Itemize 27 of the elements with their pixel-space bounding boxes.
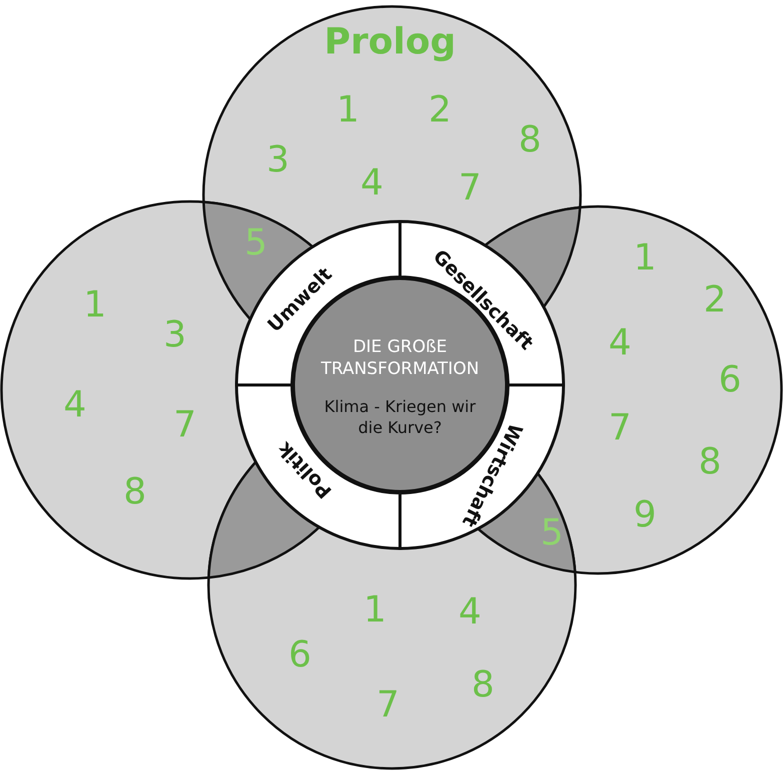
chapter-number: 2 <box>704 280 726 320</box>
chapter-number: 7 <box>376 684 400 726</box>
chapter-number: 4 <box>360 162 384 204</box>
chapter-number: 9 <box>634 494 656 536</box>
chapter-number: 2 <box>428 90 452 130</box>
chapter-number: 1 <box>634 238 656 278</box>
chapter-number: 4 <box>64 384 86 426</box>
chapter-number: 3 <box>164 314 186 356</box>
chapter-number: 6 <box>288 634 312 676</box>
chapter-number: 8 <box>698 442 722 482</box>
chapter-number: 8 <box>124 472 146 512</box>
chapter-number: 7 <box>458 168 482 208</box>
center-subtitle: Klima - Kriegen wir die Kurve? <box>323 396 476 437</box>
chapter-number: 3 <box>266 140 290 180</box>
chapter-number: 8 <box>472 664 494 706</box>
chapter-number: 7 <box>174 404 196 446</box>
chapter-number: 4 <box>458 592 482 632</box>
chapter-number: 4 <box>608 322 632 364</box>
chapter-number: 8 <box>518 120 542 160</box>
chapter-number: 6 <box>718 360 742 400</box>
chapter-number: 1 <box>336 90 360 130</box>
chapter-number: 5 <box>244 222 268 264</box>
chapter-number: 1 <box>84 284 106 326</box>
chapter-number: 5 <box>540 512 564 554</box>
chapter-number: 7 <box>608 408 632 448</box>
chapter-number: 1 <box>364 590 386 630</box>
circle-heading: Prolog <box>324 22 456 62</box>
